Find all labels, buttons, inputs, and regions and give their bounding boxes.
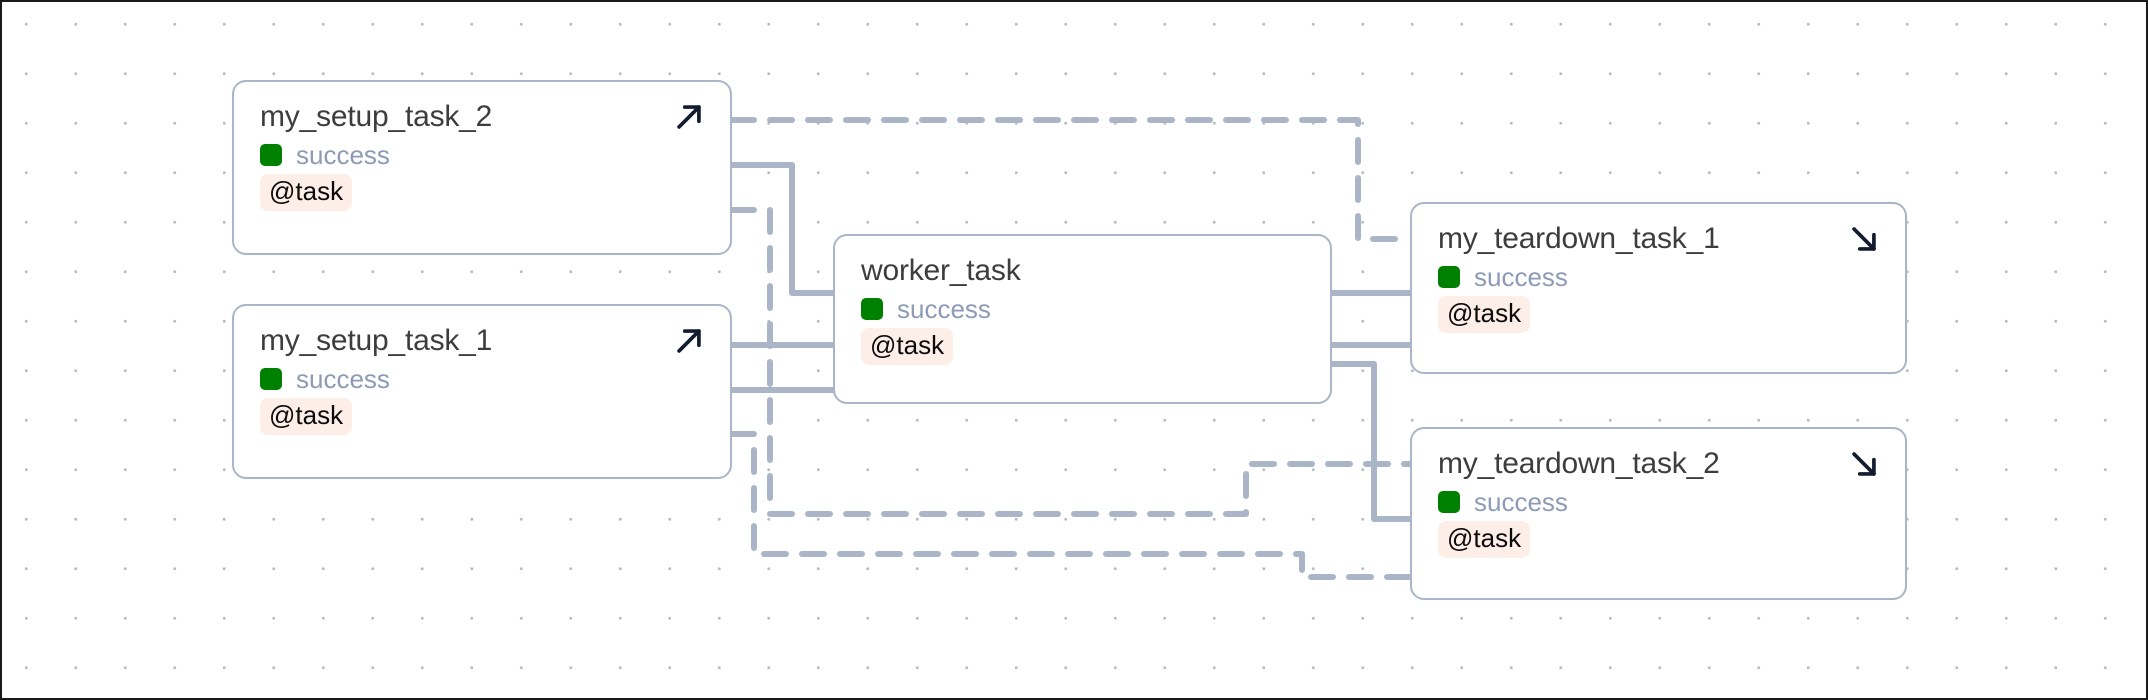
- operator-badge: @task: [260, 397, 353, 435]
- edge-setup2-to-worker: [729, 162, 836, 296]
- operator-badge: @task: [260, 173, 353, 211]
- operator-badge: @task: [1438, 295, 1531, 333]
- status-label: success: [296, 139, 390, 170]
- node-my-setup-task-2[interactable]: my_setup_task_2 success @task: [232, 80, 732, 255]
- edge-worker-to-teardown2: [1329, 361, 1413, 522]
- status-label: success: [296, 363, 390, 394]
- node-status: success: [861, 296, 1304, 322]
- node-badge-row: @task: [260, 397, 704, 435]
- node-badge-row: @task: [1438, 520, 1879, 558]
- arrow-up-right-icon[interactable]: [672, 100, 706, 134]
- operator-badge: @task: [861, 327, 954, 365]
- operator-badge: @task: [1438, 520, 1531, 558]
- arrow-down-right-icon[interactable]: [1847, 447, 1881, 481]
- arrow-down-right-icon[interactable]: [1847, 222, 1881, 256]
- node-worker-task[interactable]: worker_task success @task: [833, 234, 1332, 404]
- node-title: worker_task: [861, 254, 1021, 287]
- status-label: success: [1474, 486, 1568, 517]
- status-indicator-success: [260, 367, 282, 390]
- node-badge-row: @task: [260, 173, 704, 211]
- node-status: success: [1438, 264, 1879, 290]
- node-my-teardown-task-2[interactable]: my_teardown_task_2 success @task: [1410, 427, 1907, 600]
- edge-setup2-to-teardown1: [729, 117, 1413, 242]
- edge-setup1-to-teardown2: [729, 431, 1413, 580]
- node-title: my_setup_task_2: [260, 100, 493, 133]
- node-status: success: [260, 142, 704, 168]
- node-my-setup-task-1[interactable]: my_setup_task_1 success @task: [232, 304, 732, 479]
- node-badge-row: @task: [1438, 295, 1879, 333]
- node-title: my_setup_task_1: [260, 324, 493, 357]
- node-badge-row: @task: [861, 327, 1304, 365]
- status-indicator-success: [861, 297, 883, 320]
- status-label: success: [897, 293, 991, 324]
- status-indicator-success: [1438, 490, 1460, 513]
- status-indicator-success: [260, 143, 282, 166]
- node-status: success: [260, 366, 704, 392]
- arrow-up-right-icon[interactable]: [672, 324, 706, 358]
- node-my-teardown-task-1[interactable]: my_teardown_task_1 success @task: [1410, 202, 1907, 374]
- node-status: success: [1438, 489, 1879, 515]
- status-label: success: [1474, 261, 1568, 292]
- node-title: my_teardown_task_2: [1438, 447, 1720, 480]
- status-indicator-success: [1438, 265, 1460, 288]
- node-title: my_teardown_task_1: [1438, 222, 1720, 255]
